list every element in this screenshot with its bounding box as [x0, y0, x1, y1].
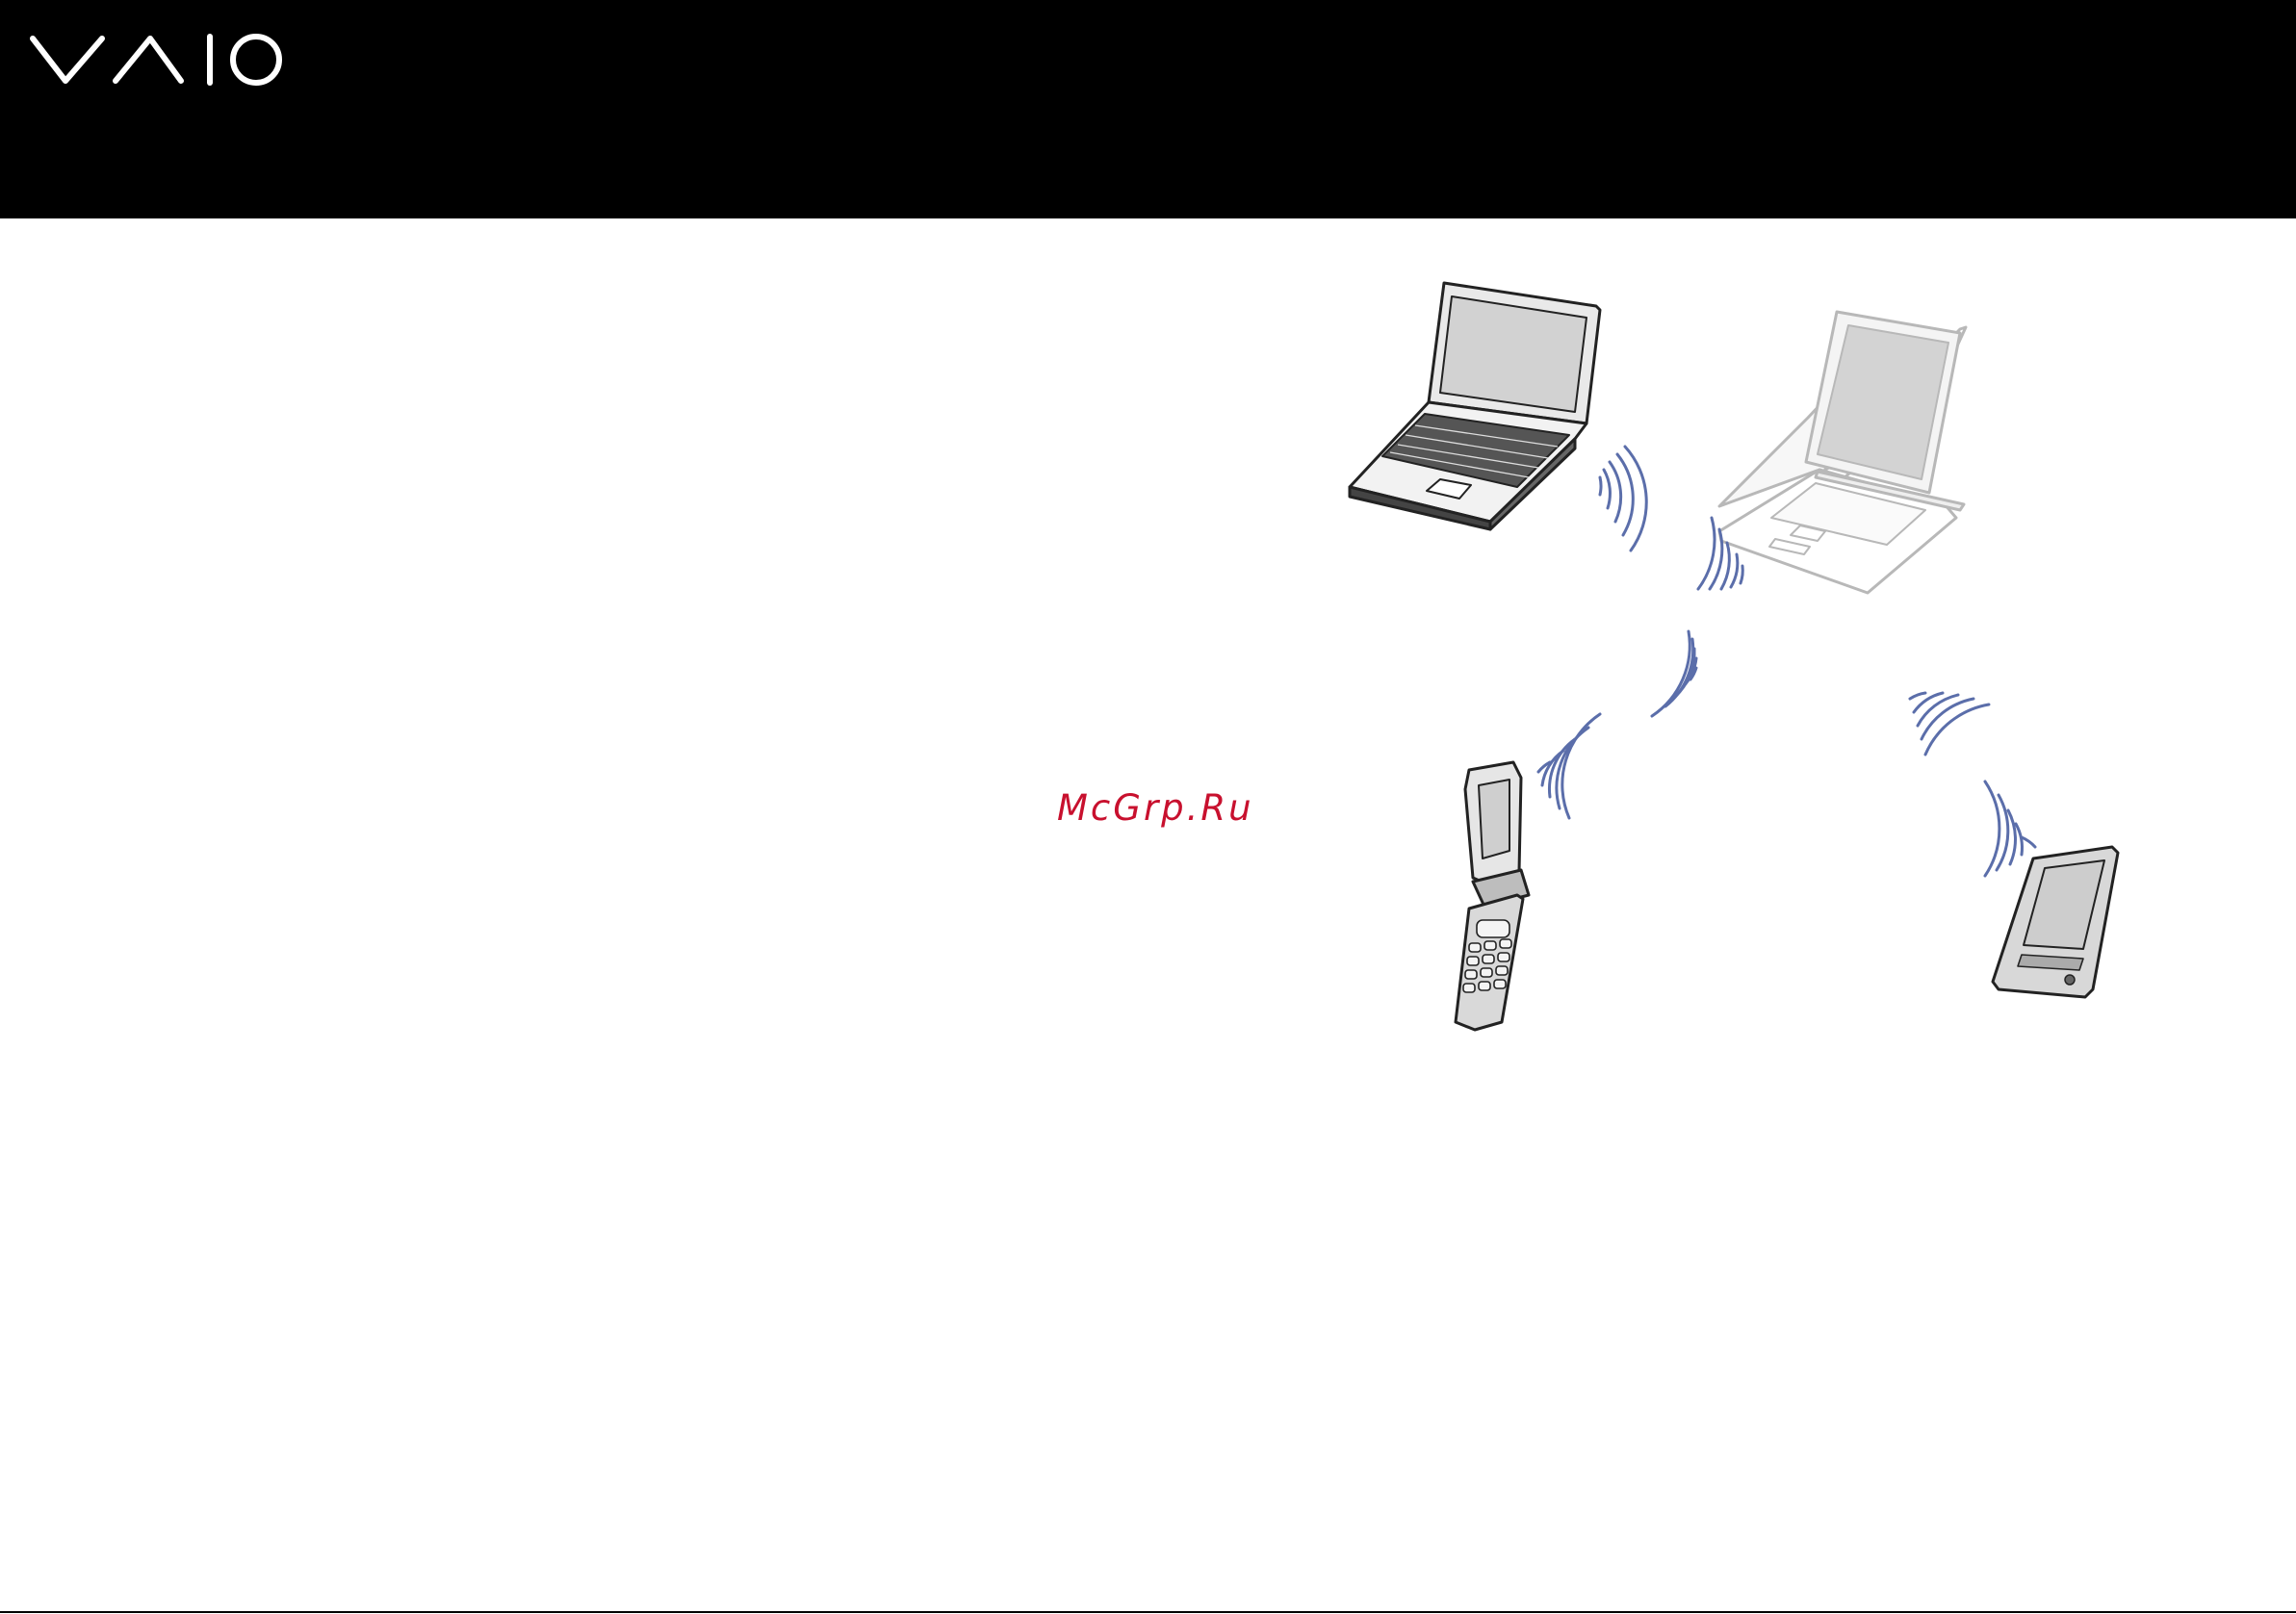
- watermark-text: McGrp.Ru: [1057, 787, 1254, 829]
- page-header: [0, 0, 2296, 218]
- pda: [1993, 847, 2118, 997]
- bottom-rule: [0, 1611, 2296, 1613]
- vaio-logo: [29, 27, 289, 90]
- bluetooth-network-illustration: [1348, 269, 2137, 1039]
- laptop-primary: [1350, 283, 1600, 529]
- mobile-phone: [1456, 762, 1529, 1030]
- laptop-peer: [1719, 312, 1966, 593]
